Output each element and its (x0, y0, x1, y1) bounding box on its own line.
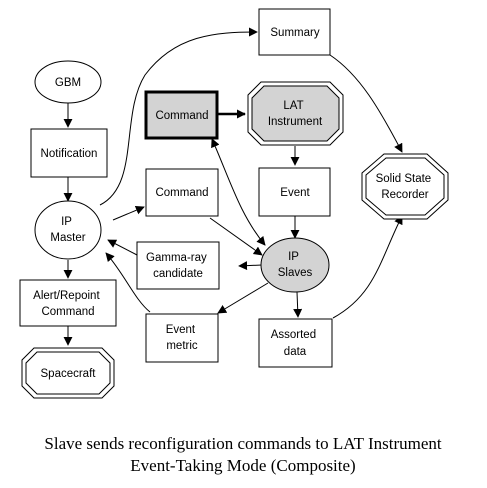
node-solid-state-label: Solid State Recorder (376, 173, 435, 201)
node-gamma-ray-label: Gamma-ray candidate (146, 252, 210, 280)
edge-eventmetric-ipmaster (105, 252, 151, 313)
edge-ipmaster-commandmid (112, 205, 145, 221)
caption-line-2: Event-Taking Mode (Composite) (130, 456, 355, 475)
node-command-top-label: Command (155, 110, 208, 122)
node-event-metric: Event metric (145, 313, 219, 363)
node-spacecraft: Spacecraft (21, 347, 115, 399)
node-summary-label: Summary (270, 27, 319, 39)
caption-line-1: Slave sends reconfiguration commands to … (44, 434, 441, 453)
node-spacecraft-label: Spacecraft (41, 368, 97, 380)
node-lat-instrument: LAT Instrument (247, 81, 344, 146)
node-lat-instrument-label: LAT Instrument (268, 100, 323, 128)
node-event: Event (258, 167, 331, 217)
node-ip-slaves: IP Slaves (260, 237, 330, 293)
node-gamma-ray: Gamma-ray candidate (136, 241, 220, 290)
node-ip-slaves-label: IP Slaves (278, 251, 313, 279)
node-gbm-label: GBM (55, 77, 81, 89)
node-notification: Notification (30, 128, 108, 178)
node-command-mid-label: Command (155, 187, 208, 199)
edge-slaves-assorted (293, 291, 303, 318)
edge-slaves-eventmetric (217, 282, 269, 314)
edge-ipmaster-summary (99, 27, 258, 206)
node-notification-label: Notification (41, 148, 98, 160)
node-gbm: GBM (34, 60, 102, 104)
edge-assorted-ssr (332, 215, 403, 319)
node-ip-master: IP Master (34, 200, 102, 260)
node-event-label: Event (280, 187, 310, 199)
node-assorted-data: Assorted data (258, 318, 333, 368)
edge-gammaray-ipmaster (107, 239, 138, 256)
edges (63, 27, 403, 346)
edge-slaves-commandtop (211, 138, 266, 246)
edge-summary-ssr (329, 54, 403, 153)
node-command-top: Command (144, 90, 219, 140)
node-command-mid: Command (145, 168, 219, 217)
node-solid-state-recorder: Solid State Recorder (361, 153, 449, 220)
node-event-metric-label: Event metric (166, 324, 199, 352)
edge-slaves-gammaray (238, 261, 263, 271)
node-ip-master-label: IP Master (50, 216, 85, 244)
node-alert-repoint: Alert/Repoint Command (19, 279, 117, 327)
node-summary: Summary (258, 8, 331, 56)
node-alert-repoint-label: Alert/Repoint Command (33, 290, 103, 318)
node-assorted-data-label: Assorted data (271, 329, 320, 358)
